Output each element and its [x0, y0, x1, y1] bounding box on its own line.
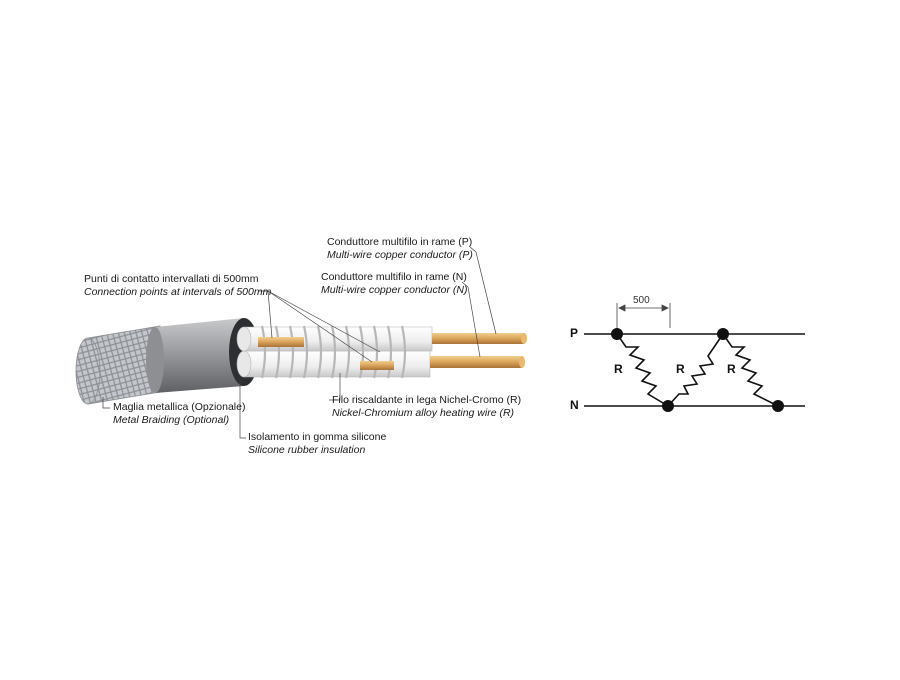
node-p2	[717, 328, 729, 340]
label-conductor-p-it: Conduttore multifilo in rame (P)	[327, 236, 473, 248]
label-connection-points-it: Punti di contatto intervallati di 500mm	[84, 273, 259, 285]
leader-lines	[102, 246, 497, 439]
resistor-label-2: R	[676, 362, 685, 376]
schematic-nodes	[611, 328, 784, 412]
label-connection-points: Punti di contatto intervallati di 500mm …	[84, 273, 271, 299]
schematic-n-label: N	[570, 398, 579, 412]
connection-points	[258, 337, 394, 370]
resistor-label-1: R	[614, 362, 623, 376]
resistor-3	[722, 333, 779, 407]
label-conductor-n-en: Multi-wire copper conductor (N)	[321, 284, 468, 296]
label-conductor-n: Conduttore multifilo in rame (N) Multi-w…	[321, 271, 467, 297]
label-connection-points-en: Connection points at intervals of 500mm	[84, 286, 272, 298]
resistor-1	[616, 333, 669, 407]
label-conductor-p-en: Multi-wire copper conductor (P)	[327, 249, 473, 261]
label-metal-braiding-it: Maglia metallica (Opzionale)	[113, 401, 246, 413]
schematic-spacing-label: 500	[633, 295, 650, 306]
dimension-500	[616, 303, 671, 328]
resistor-2	[667, 333, 724, 407]
metal-braiding	[75, 325, 161, 405]
label-silicone-insulation-en: Silicone rubber insulation	[248, 444, 366, 456]
node-n2	[772, 400, 784, 412]
label-conductor-p: Conduttore multifilo in rame (P) Multi-w…	[327, 236, 473, 262]
label-silicone-insulation-it: Isolamento in gomma silicone	[248, 431, 387, 443]
node-p1	[611, 328, 623, 340]
node-n1	[662, 400, 674, 412]
heating-wire-spiral	[260, 325, 407, 379]
schematic	[584, 303, 805, 407]
resistor-label-3: R	[727, 362, 736, 376]
label-heating-wire-it: Filo riscaldante in lega Nichel-Cromo (R…	[332, 394, 522, 406]
schematic-p-label: P	[570, 326, 579, 340]
label-silicone-insulation: Isolamento in gomma silicone Silicone ru…	[248, 431, 386, 457]
label-metal-braiding-en: Metal Braiding (Optional)	[113, 414, 230, 426]
label-metal-braiding: Maglia metallica (Opzionale) Metal Braid…	[113, 401, 245, 427]
label-heating-wire: Filo riscaldante in lega Nichel-Cromo (R…	[332, 394, 521, 420]
label-heating-wire-en: Nickel-Chromium alloy heating wire (R)	[332, 407, 515, 419]
label-conductor-n-it: Conduttore multifilo in rame (N)	[321, 271, 467, 283]
